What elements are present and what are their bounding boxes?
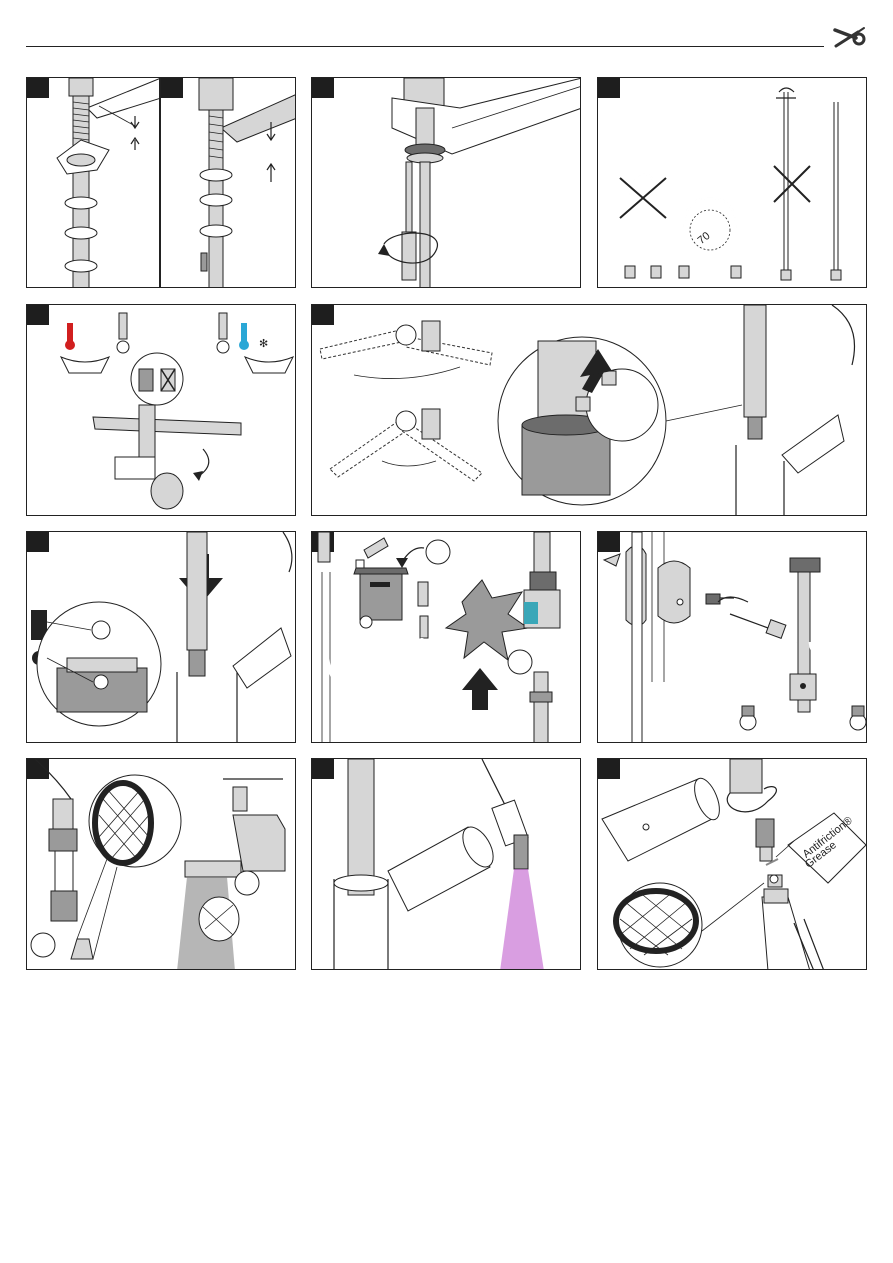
- step-9-panel: [597, 531, 867, 743]
- grease-icon: Antifriction® Grease: [598, 759, 867, 970]
- step-2-panel: [160, 77, 296, 288]
- recycle-bin-icon: [312, 532, 581, 743]
- filter-icon: [27, 759, 296, 970]
- push-arrow-icon: [27, 532, 296, 743]
- step-6-panel: [311, 304, 867, 516]
- swivel-icon: [312, 305, 867, 516]
- bend-radius-label: 70: [696, 230, 713, 247]
- hot-cold-icon: ✻: [27, 305, 296, 516]
- wrench-icon: [832, 24, 868, 52]
- mounting-ring-icon: [27, 78, 160, 288]
- step-10-panel: [26, 758, 296, 970]
- highlight-clip: [524, 602, 538, 624]
- step-8-panel: [311, 531, 581, 743]
- step-1-panel: [26, 77, 160, 288]
- step-3-panel: [311, 77, 581, 288]
- hose-bend-icon: 70: [598, 78, 867, 288]
- flush-icon: [312, 759, 581, 970]
- snowflake-icon: ✻: [259, 338, 268, 350]
- step-12-panel: Antifriction® Grease: [597, 758, 867, 970]
- water-stream: [500, 869, 544, 970]
- step-11-panel: [311, 758, 581, 970]
- weight-clip-icon: [598, 532, 867, 743]
- screwdriver-icon: [312, 78, 581, 288]
- header-rule: [26, 46, 824, 47]
- step-5-panel: ✻: [26, 304, 296, 516]
- step-7-panel: [26, 531, 296, 743]
- mounting-ring-icon: [161, 78, 296, 288]
- step-4-panel: 70: [597, 77, 867, 288]
